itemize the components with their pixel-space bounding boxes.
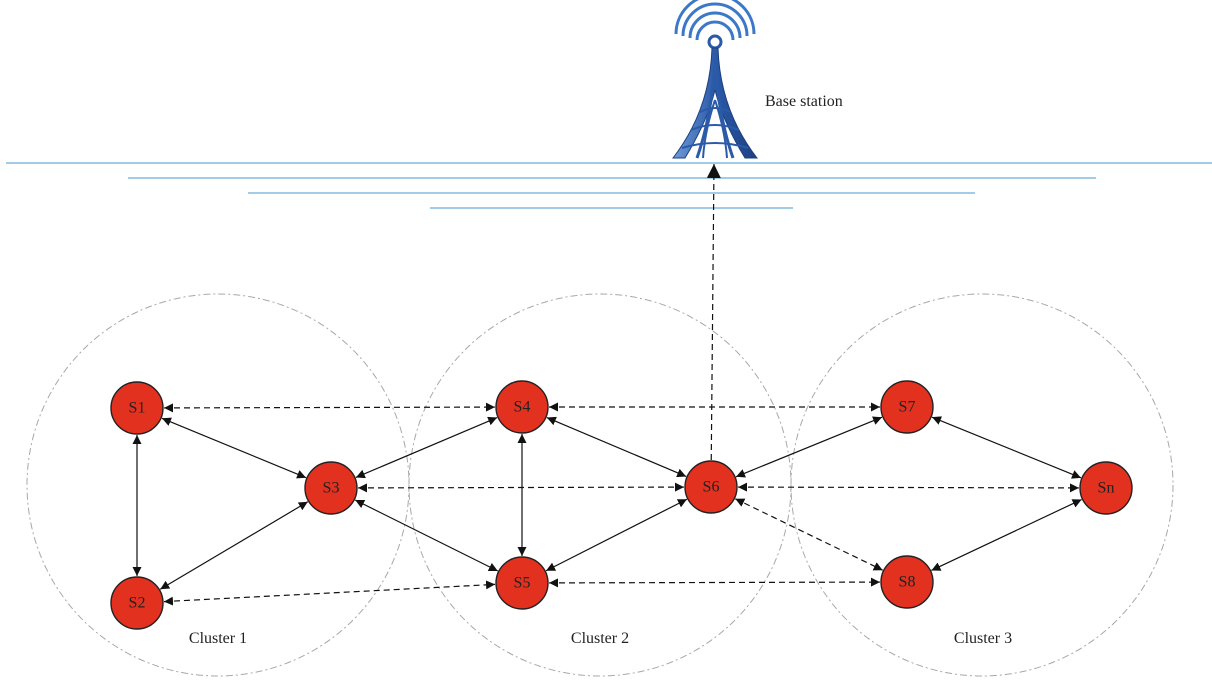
horizon-lines xyxy=(6,162,1212,209)
tower-brace-icon xyxy=(681,107,749,149)
node-label: S5 xyxy=(514,575,531,592)
node-circle xyxy=(110,381,164,435)
node-label: Sn xyxy=(1098,480,1115,497)
node-circle xyxy=(495,556,549,610)
signal-wave-icon xyxy=(695,20,735,41)
node-circle xyxy=(495,380,549,434)
node-label: S3 xyxy=(323,480,340,497)
node-circle xyxy=(1079,461,1133,515)
node-circle xyxy=(684,460,738,514)
link-s5-s8 xyxy=(548,577,881,588)
signal-wave-icon xyxy=(688,11,742,39)
node-circle xyxy=(304,461,358,515)
base-station-tower-icon xyxy=(671,0,759,159)
node-s2: S2 xyxy=(110,576,164,630)
link-s8-sn xyxy=(931,498,1082,572)
cluster-label-2: Cluster 2 xyxy=(571,630,629,647)
node-sn: Sn xyxy=(1079,461,1133,515)
link-s1-s4 xyxy=(163,402,496,413)
node-label: S8 xyxy=(899,574,916,591)
node-label: S1 xyxy=(129,400,146,417)
link-s6-s8 xyxy=(735,498,883,571)
cluster-label-1: Cluster 1 xyxy=(189,630,247,647)
tower-leg-icon xyxy=(702,99,728,159)
links xyxy=(132,163,1082,606)
link-s1-s3 xyxy=(161,417,307,479)
cluster-label-3: Cluster 3 xyxy=(954,630,1012,647)
antenna-tip-icon xyxy=(707,34,723,50)
signal-wave-icon xyxy=(681,2,749,37)
link-s7-sn xyxy=(931,416,1082,479)
node-label: S4 xyxy=(514,399,531,416)
node-circle xyxy=(880,380,934,434)
node-s5: S5 xyxy=(495,556,549,610)
link-s6-s7 xyxy=(735,416,883,478)
signal-wave-icon xyxy=(674,0,756,35)
link-s4-s6 xyxy=(546,416,687,478)
node-label: S6 xyxy=(703,479,720,496)
link-s2-s5 xyxy=(163,580,496,606)
tower-body-icon xyxy=(671,47,759,159)
base-station-label: Base station xyxy=(765,93,843,110)
node-s6: S6 xyxy=(684,460,738,514)
link-s2-s3 xyxy=(159,501,309,590)
node-s1: S1 xyxy=(110,381,164,435)
link-s6-sn xyxy=(737,482,1080,493)
link-s3-s6 xyxy=(357,482,685,493)
node-s8: S8 xyxy=(880,555,934,609)
tower-leg-icon xyxy=(695,59,735,159)
node-s7: S7 xyxy=(880,380,934,434)
link-s3-s4 xyxy=(355,416,498,479)
node-label: S2 xyxy=(129,595,146,612)
node-s3: S3 xyxy=(304,461,358,515)
node-circle xyxy=(110,576,164,630)
link-s3-s5 xyxy=(354,499,499,572)
link-s5-s6 xyxy=(545,498,688,572)
cluster-circle-3 xyxy=(790,293,1174,677)
node-s4: S4 xyxy=(495,380,549,434)
node-circle xyxy=(880,555,934,609)
cluster-areas xyxy=(26,293,1174,677)
node-label: S7 xyxy=(899,399,916,416)
